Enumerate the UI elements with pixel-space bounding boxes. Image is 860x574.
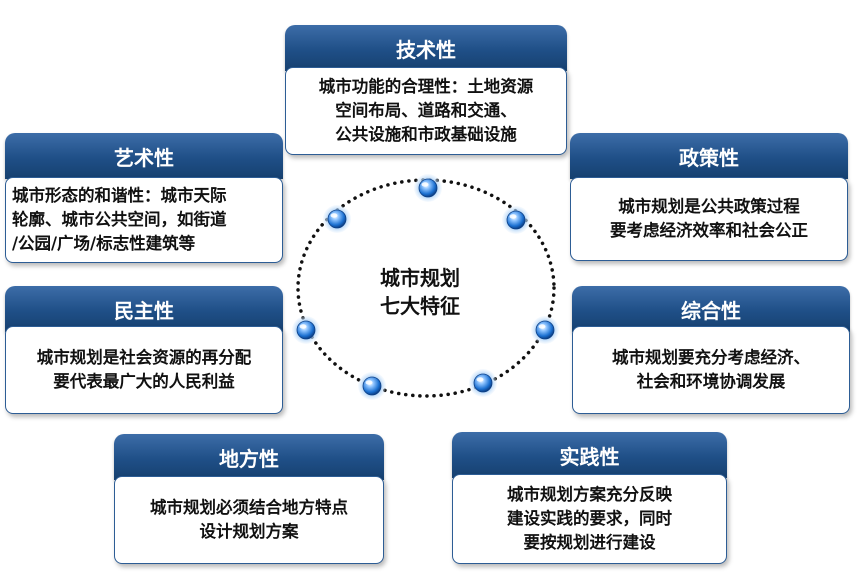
card-democratic-line-2: 要代表最广大的人民利益 (53, 372, 235, 391)
card-technical-header: 技术性 (285, 25, 567, 71)
card-comprehensive-header: 综合性 (572, 286, 850, 332)
card-local-line-1: 城市规划必须结合地方特点 (150, 498, 348, 517)
card-practical-title: 实践性 (559, 444, 620, 469)
card-comprehensive-line-1: 城市规划要充分考虑经济、 (612, 348, 810, 367)
card-artistic-body: 城市形态的和谐性：城市天际 轮廓、城市公共空间，如街道 /公园/广场/标志性建筑… (5, 177, 283, 263)
center-title: 城市规划 七大特征 (330, 262, 510, 322)
card-local-title: 地方性 (219, 446, 279, 471)
card-democratic-line-1: 城市规划是社会资源的再分配 (36, 348, 252, 367)
card-practical-line-3: 要按规划进行建设 (523, 533, 656, 552)
card-artistic-line-1: 城市形态的和谐性：城市天际 (12, 186, 227, 205)
card-policy-header: 政策性 (570, 133, 848, 179)
glossy-blue-sphere-icon (292, 316, 320, 344)
card-policy: 政策性 城市规划是公共政策过程 要考虑经济效率和社会公正 (570, 133, 848, 261)
card-practical: 实践性 城市规划方案充分反映 建设实践的要求，同时 要按规划进行建设 (452, 432, 727, 564)
glossy-blue-sphere-icon (502, 206, 530, 234)
glossy-blue-sphere-icon (358, 372, 386, 400)
glossy-blue-sphere-icon (469, 369, 497, 397)
center-title-line-1: 城市规划 (380, 266, 460, 290)
card-artistic-line-3: /公园/广场/标志性建筑等 (12, 234, 196, 253)
card-artistic-header: 艺术性 (5, 133, 283, 179)
card-democratic-body: 城市规划是社会资源的再分配 要代表最广大的人民利益 (5, 326, 283, 414)
card-technical-line-3: 公共设施和市政基础设施 (335, 125, 517, 144)
card-practical-line-1: 城市规划方案充分反映 (507, 485, 672, 504)
card-democratic-title: 民主性 (114, 298, 174, 323)
glossy-blue-sphere-icon (414, 174, 442, 202)
ring-dotted-ellipse (296, 178, 556, 398)
card-democratic: 民主性 城市规划是社会资源的再分配 要代表最广大的人民利益 (5, 286, 283, 414)
card-practical-line-2: 建设实践的要求，同时 (507, 509, 672, 528)
card-local-header: 地方性 (114, 434, 384, 480)
glossy-blue-sphere-icon (323, 205, 351, 233)
card-local: 地方性 城市规划必须结合地方特点 设计规划方案 (114, 434, 384, 564)
ring-nodes (292, 174, 559, 400)
card-policy-title: 政策性 (679, 145, 739, 170)
card-practical-body: 城市规划方案充分反映 建设实践的要求，同时 要按规划进行建设 (452, 474, 727, 564)
card-artistic-title: 艺术性 (114, 145, 174, 170)
card-artistic-line-2: 轮廓、城市公共空间，如街道 (12, 210, 227, 229)
card-technical-title: 技术性 (396, 37, 456, 62)
card-local-line-2: 设计规划方案 (199, 522, 299, 541)
card-comprehensive-line-2: 社会和环境协调发展 (636, 372, 786, 391)
card-technical-line-1: 城市功能的合理性：土地资源 (318, 77, 534, 96)
card-comprehensive: 综合性 城市规划要充分考虑经济、 社会和环境协调发展 (572, 286, 850, 414)
card-artistic: 艺术性 城市形态的和谐性：城市天际 轮廓、城市公共空间，如街道 /公园/广场/标… (5, 133, 283, 263)
card-technical: 技术性 城市功能的合理性：土地资源 空间布局、道路和交通、 公共设施和市政基础设… (285, 25, 567, 155)
glossy-blue-sphere-icon (531, 316, 559, 344)
card-policy-body: 城市规划是公共政策过程 要考虑经济效率和社会公正 (570, 177, 848, 261)
card-technical-body: 城市功能的合理性：土地资源 空间布局、道路和交通、 公共设施和市政基础设施 (285, 67, 567, 155)
card-local-body: 城市规划必须结合地方特点 设计规划方案 (114, 476, 384, 564)
card-technical-line-2: 空间布局、道路和交通、 (335, 101, 517, 120)
card-democratic-header: 民主性 (5, 286, 283, 332)
card-comprehensive-title: 综合性 (681, 298, 741, 323)
card-practical-header: 实践性 (452, 432, 727, 478)
card-policy-line-2: 要考虑经济效率和社会公正 (610, 221, 808, 240)
card-policy-line-1: 城市规划是公共政策过程 (618, 197, 800, 216)
center-title-line-2: 七大特征 (380, 294, 460, 318)
card-comprehensive-body: 城市规划要充分考虑经济、 社会和环境协调发展 (572, 326, 850, 414)
